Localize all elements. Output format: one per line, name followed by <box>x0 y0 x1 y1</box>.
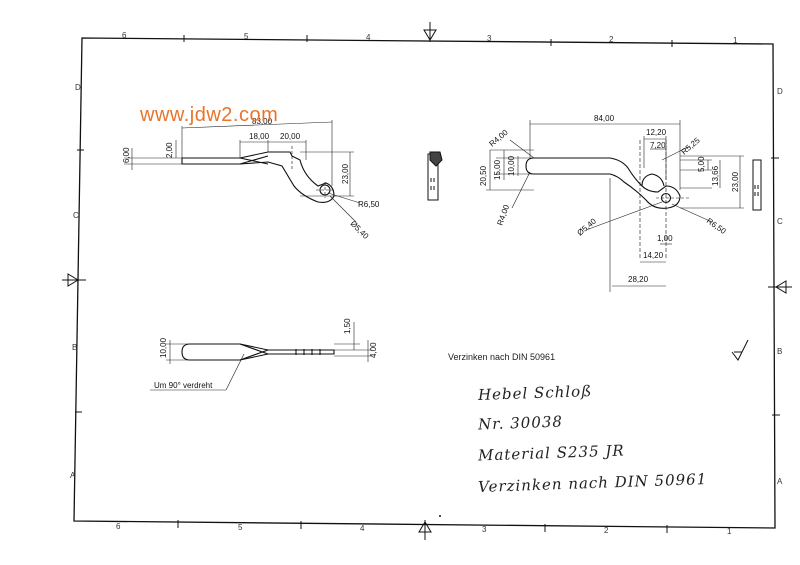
zone-col-label: 4 <box>360 524 365 533</box>
dim-radius-a: R5,25 <box>680 136 703 157</box>
dim-length-a: 14,20 <box>643 251 664 260</box>
zone-col-label: 1 <box>733 36 738 45</box>
zone-row-label: A <box>70 471 76 480</box>
zone-ticks-bottom <box>177 520 668 533</box>
dim-height-f: 23,00 <box>731 171 740 192</box>
dim-hole-diameter: Ø5,40 <box>349 219 371 241</box>
drawing-frame <box>73 37 776 529</box>
zone-row-label: B <box>72 343 77 352</box>
side-view-dimension-lines <box>124 120 361 223</box>
dim-width-b: 7,20 <box>650 141 666 150</box>
dim-radius: R6,50 <box>358 200 380 209</box>
dim-thickness: 4,00 <box>369 342 378 358</box>
zone-row-label: C <box>777 217 783 226</box>
zone-col-label: 3 <box>482 525 487 534</box>
zone-labels: 6 5 4 3 2 1 6 5 4 3 2 1 D C B A D C B A <box>70 31 783 536</box>
watermark-text: www.jdw2.com <box>140 104 279 126</box>
dim-overall-length: 83,00 <box>252 117 273 126</box>
zone-col-label: 1 <box>727 527 732 536</box>
dim-radius-d: R6,50 <box>705 216 728 236</box>
zone-row-label: A <box>777 477 783 486</box>
zone-ticks-top <box>183 35 673 47</box>
section-view-small <box>427 151 443 201</box>
dim-overall-length: 84,00 <box>594 114 615 123</box>
section-view-right <box>752 159 762 211</box>
zone-col-label: 3 <box>487 34 492 43</box>
centering-mark-right <box>768 280 792 294</box>
dim-height: 23,00 <box>341 163 350 184</box>
dim-width: 10,00 <box>159 337 168 358</box>
zone-row-label: D <box>75 83 81 92</box>
bottom-view-dimension-lines <box>150 322 372 391</box>
side-view-dimensions: 83,00 18,00 20,00 6,00 2,00 23,00 R6,50 … <box>122 117 380 241</box>
dim-thickness: 6,00 <box>122 147 131 163</box>
title-block-part-number: Nr. 30038 <box>477 412 564 434</box>
zone-col-label: 2 <box>604 526 609 535</box>
front-view-dimensions: 84,00 12,20 7,20 R5,25 R4,00 20,50 15,00… <box>479 114 740 284</box>
zone-col-label: 5 <box>238 523 243 532</box>
side-view-part <box>181 146 335 203</box>
dim-length-b: 28,20 <box>628 275 649 284</box>
bottom-view-dimensions: 1,50 10,00 4,00 Um 90° verdreht <box>154 318 378 390</box>
zone-col-label: 4 <box>366 33 371 42</box>
centering-mark-top <box>423 22 437 42</box>
zone-col-label: 5 <box>244 32 249 41</box>
bottom-view-part <box>181 343 335 361</box>
zone-col-label: 6 <box>116 522 121 531</box>
dim-height-e: 13,66 <box>711 165 720 186</box>
dim-height-b: 15,00 <box>493 159 502 180</box>
twist-note: Um 90° verdreht <box>154 381 213 390</box>
front-view-dimension-lines <box>486 120 744 292</box>
zone-ticks-sides <box>75 149 780 416</box>
zone-row-label: D <box>777 87 783 96</box>
zone-col-label: 6 <box>122 31 127 40</box>
zone-row-label: C <box>73 211 79 220</box>
ink-dot <box>439 515 441 517</box>
dim-radius-c: R4,00 <box>495 203 511 227</box>
surface-finish-symbol <box>731 339 749 361</box>
dim-radius-b: R4,00 <box>488 128 511 149</box>
zone-row-label: B <box>777 347 782 356</box>
dim-width-a: 12,20 <box>646 128 667 137</box>
dim-height-d: 5,00 <box>697 156 706 172</box>
dim-gap: 1,50 <box>343 318 352 334</box>
centering-mark-bottom <box>418 520 432 540</box>
dim-offset: 2,00 <box>165 142 174 158</box>
centering-mark-left <box>62 273 86 287</box>
dim-height-a: 20,50 <box>479 165 488 186</box>
dim-height-c: 10,00 <box>507 155 516 176</box>
zone-col-label: 2 <box>609 35 614 44</box>
dim-length-a: 18,00 <box>249 132 270 141</box>
dim-length-b: 20,00 <box>280 132 301 141</box>
dim-offset: 1,00 <box>657 234 673 243</box>
coating-note: Verzinken nach DIN 50961 <box>448 352 556 362</box>
